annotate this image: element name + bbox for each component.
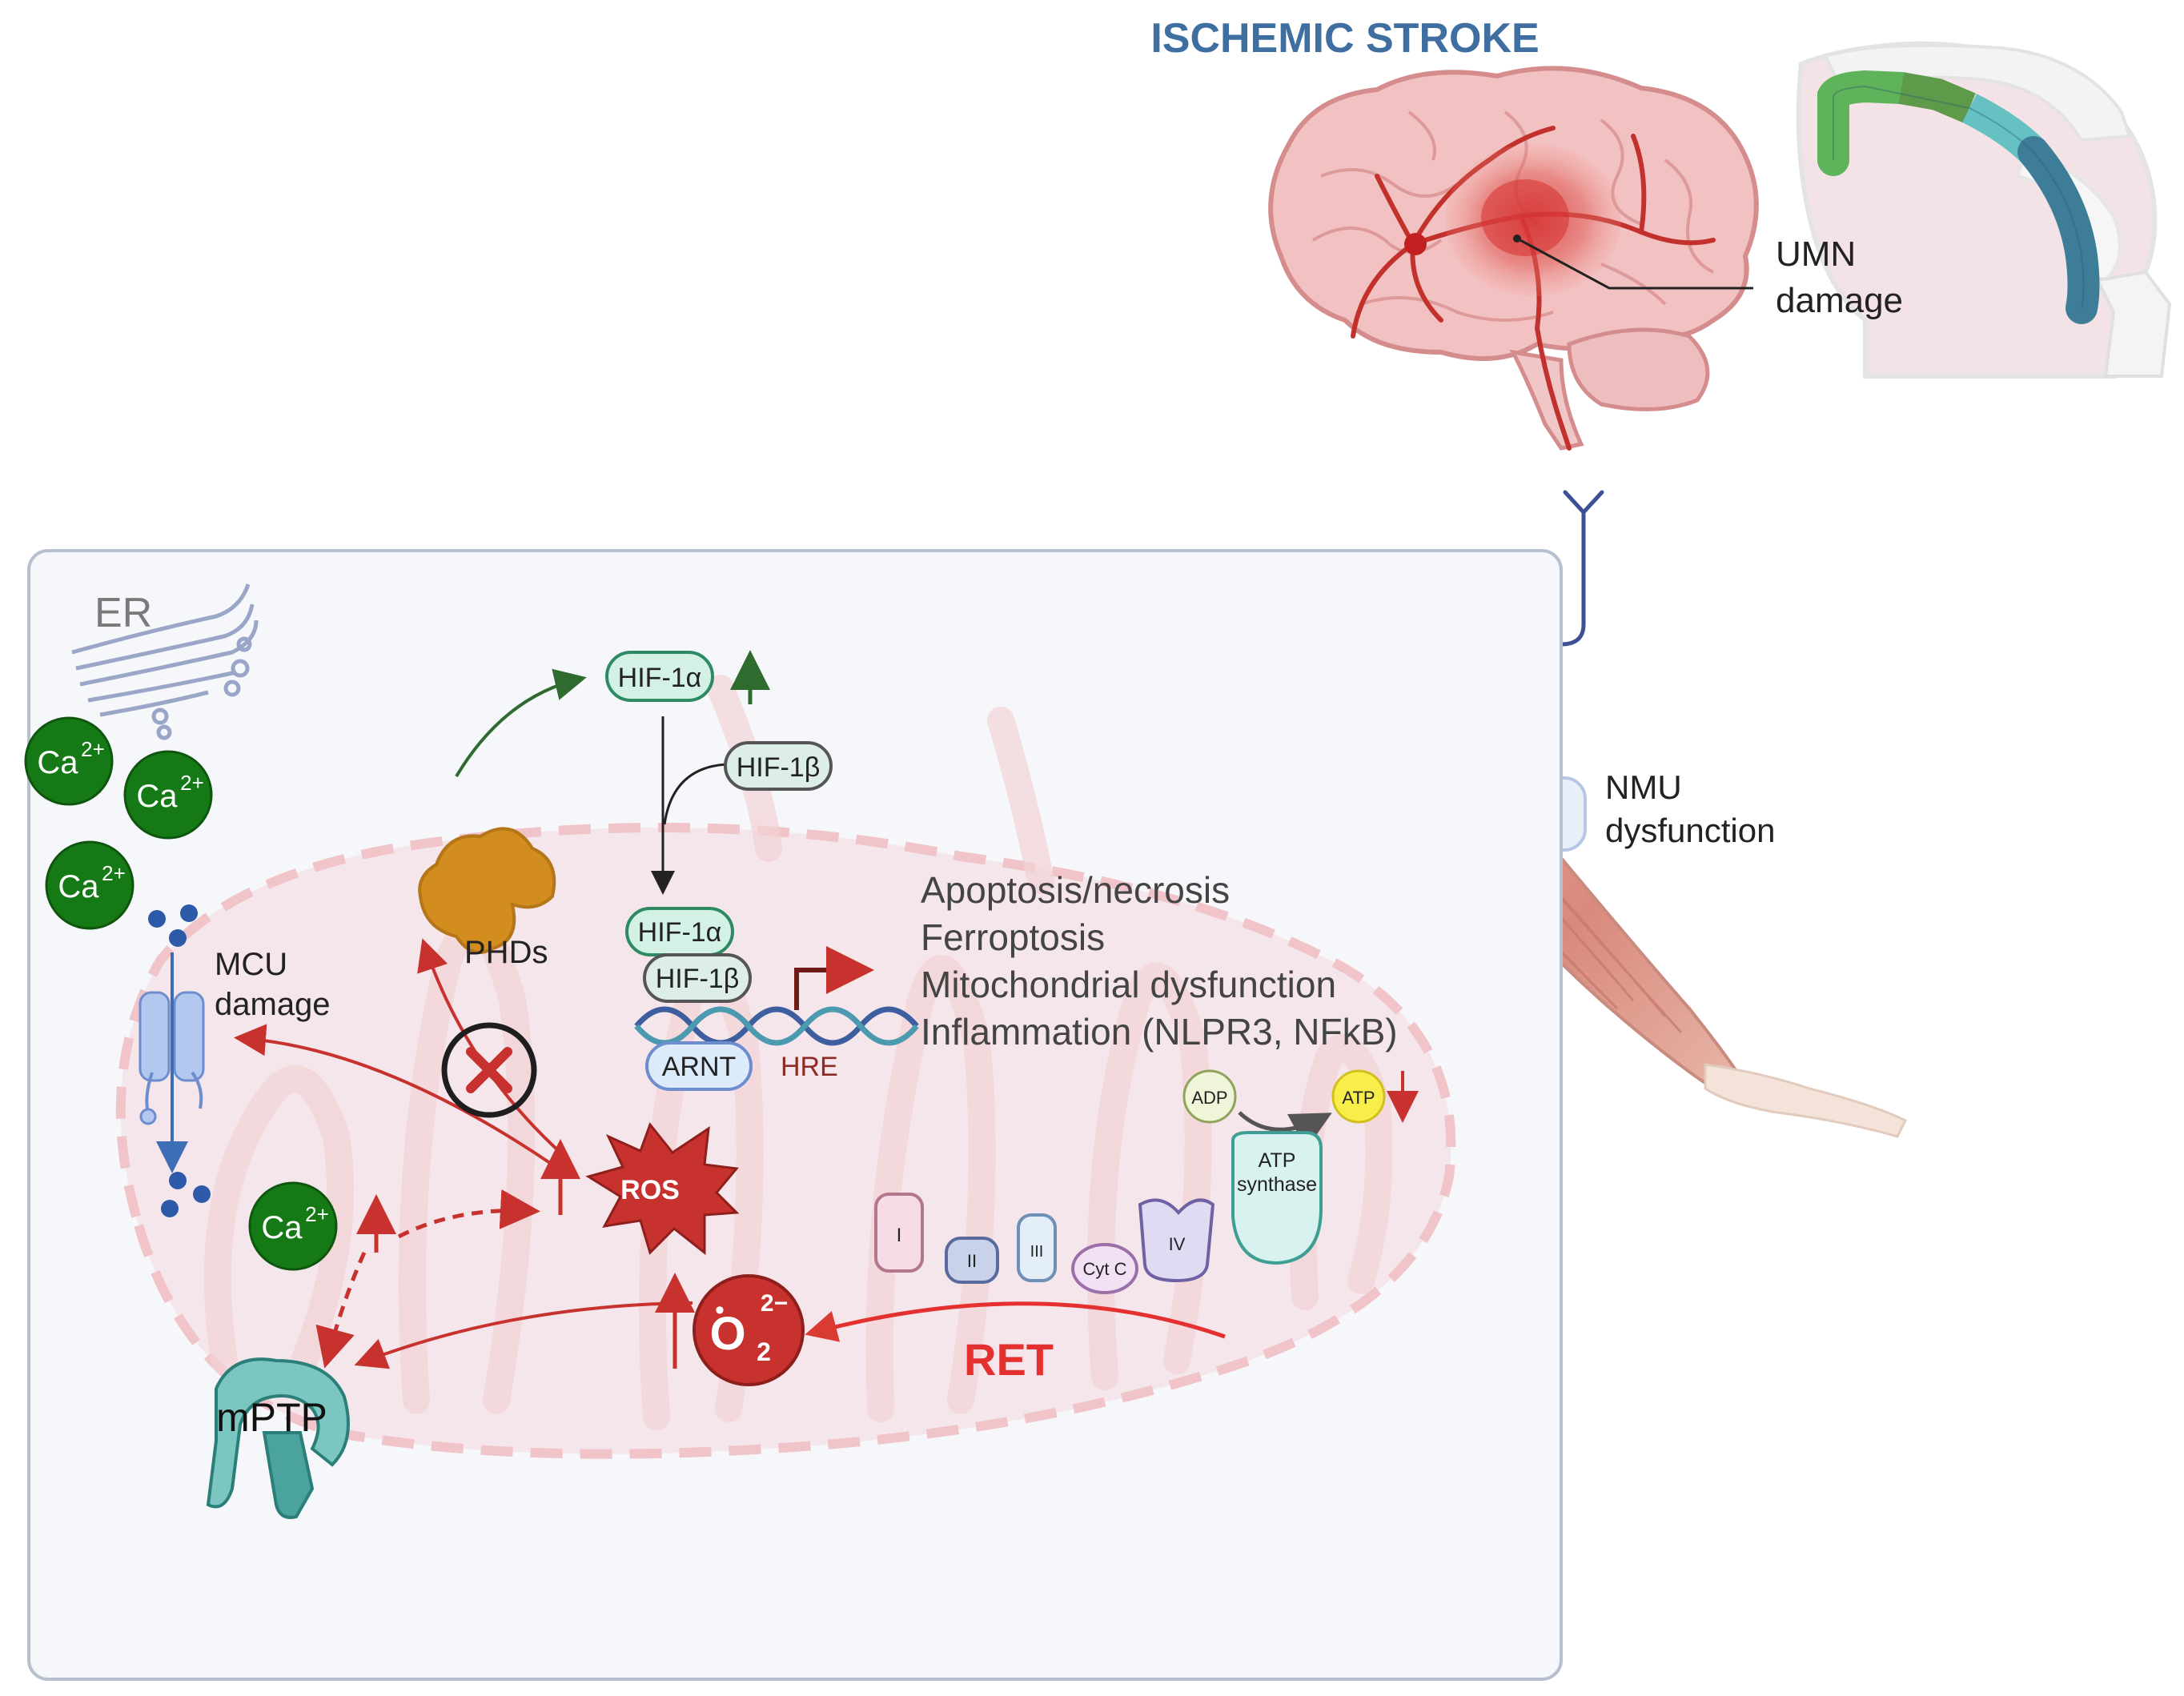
hif1b-node: HIF-1β (724, 741, 833, 791)
umn-label-line2: damage (1776, 281, 1903, 320)
hif1b-join-line (663, 763, 726, 825)
svg-text:Ca: Ca (261, 1210, 303, 1245)
outcomes-list: Apoptosis/necrosis Ferroptosis Mitochond… (921, 869, 1398, 1052)
svg-text:2+: 2+ (102, 861, 126, 885)
svg-text:2+: 2+ (180, 771, 204, 795)
svg-text:ATP: ATP (1259, 1149, 1296, 1172)
mptp-label: mPTP (216, 1395, 327, 1440)
svg-text:Cyt C: Cyt C (1083, 1259, 1127, 1279)
svg-text:III: III (1030, 1243, 1044, 1261)
svg-text:Ca: Ca (58, 869, 99, 904)
etc-complex-iii: III (1017, 1213, 1057, 1282)
head-spine-illustration (1796, 41, 2172, 379)
svg-text:ADP: ADP (1191, 1088, 1227, 1108)
calcium-ions: Ca 2+ Ca 2+ Ca 2+ Ca 2+ (24, 716, 338, 1271)
ret-label: RET (964, 1334, 1054, 1385)
mcu-label-line1: MCU (215, 947, 287, 982)
cytochrome-c: Cyt C (1071, 1243, 1138, 1294)
outcome-item: Inflammation (NLPR3, NFkB) (921, 1011, 1398, 1052)
phds-enzyme (418, 827, 556, 954)
er-illustration (71, 583, 259, 740)
adp-node: ADP (1182, 1069, 1237, 1124)
svg-text:HIF-1β: HIF-1β (737, 752, 821, 783)
svg-text:HIF-1β: HIF-1β (656, 964, 740, 994)
outcome-item: Ferroptosis (921, 916, 1105, 958)
diagram-title: ISCHEMIC STROKE (1150, 15, 1539, 62)
etc-complex-ii: II (945, 1237, 999, 1284)
adp-to-atp-arrow (1238, 1111, 1332, 1149)
svg-text:•: • (715, 1295, 725, 1325)
calcium-ion: Ca 2+ (24, 716, 114, 806)
svg-text:HIF-1α: HIF-1α (638, 917, 722, 948)
svg-text:Ca: Ca (136, 779, 178, 814)
umn-label-line1: UMN (1776, 235, 1856, 274)
phds-label: PHDs (464, 935, 548, 970)
transcription-start-arrow (794, 946, 874, 1010)
pathway-arrows (234, 938, 695, 1369)
mcu-channel (139, 952, 205, 1173)
phds-to-hif-arrow (455, 668, 587, 778)
superoxide-node: • O 2 2− (693, 1274, 805, 1386)
svg-text:HIF-1α: HIF-1α (618, 663, 702, 693)
brain-illustration (1268, 66, 1759, 451)
calcium-ion: Ca 2+ (45, 840, 134, 930)
ros-burst: ROS (585, 1121, 740, 1256)
atp-node: ATP (1331, 1069, 1386, 1124)
svg-text:2+: 2+ (305, 1202, 329, 1226)
svg-text:synthase: synthase (1237, 1173, 1317, 1196)
svg-text:IV: IV (1169, 1234, 1186, 1254)
hif-complex: HIF-1α HIF-1β (625, 907, 752, 1003)
nmu-label-line1: NMU (1605, 768, 1682, 806)
svg-text:I: I (897, 1225, 902, 1246)
svg-text:II: II (967, 1251, 977, 1271)
calcium-dots (148, 904, 211, 1217)
svg-text:2: 2 (757, 1337, 771, 1366)
inhibition-x-icon (441, 1022, 537, 1118)
svg-text:O: O (709, 1308, 745, 1360)
svg-text:ROS: ROS (620, 1175, 680, 1205)
calcium-ion: Ca 2+ (248, 1181, 338, 1271)
outcome-item: Apoptosis/necrosis (921, 869, 1230, 911)
etc-complex-iv: IV (1138, 1198, 1215, 1283)
nmu-label-line2: dysfunction (1605, 812, 1775, 849)
calcium-ion: Ca 2+ (123, 750, 213, 840)
svg-text:Ca: Ca (37, 745, 78, 780)
er-label: ER (94, 590, 152, 636)
mptp-pore (206, 1357, 350, 1519)
atp-synthase: ATP synthase (1231, 1131, 1323, 1265)
dna-helix (634, 1006, 919, 1046)
svg-text:ATP: ATP (1342, 1088, 1375, 1108)
svg-text:ARNT: ARNT (662, 1052, 737, 1082)
etc-complex-i: I (874, 1193, 924, 1273)
arnt-node: ARNT (645, 1041, 753, 1091)
outcome-item: Mitochondrial dysfunction (921, 964, 1336, 1005)
hif1a-node: HIF-1α (605, 651, 714, 702)
hre-label: HRE (781, 1052, 838, 1082)
mcu-label-line2: damage (215, 987, 331, 1022)
ret-arrow (805, 1301, 1226, 1342)
svg-text:2−: 2− (761, 1290, 788, 1317)
svg-text:2+: 2+ (81, 737, 105, 761)
